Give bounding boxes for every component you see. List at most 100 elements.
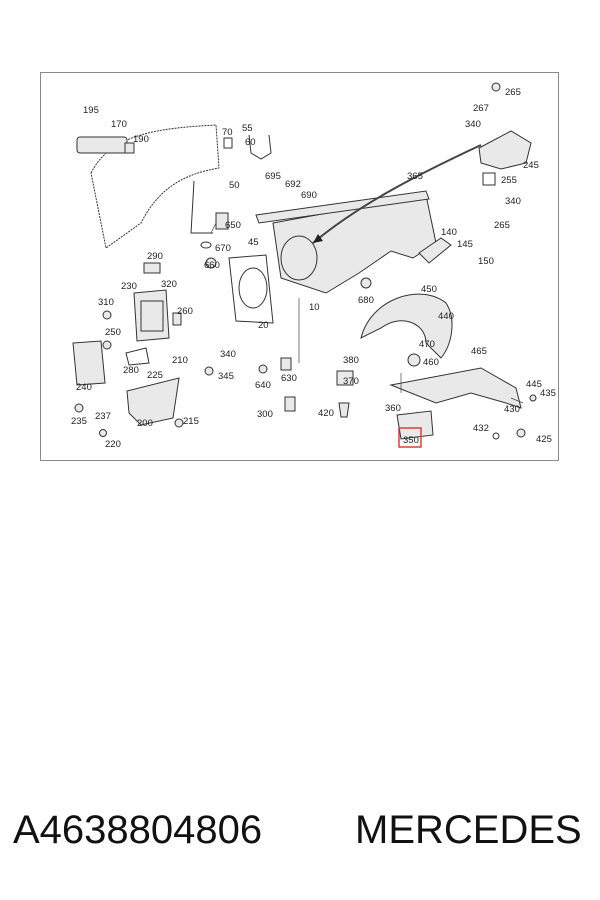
callout-label-20: 20 [258,320,269,331]
bracket-280 [125,347,150,366]
callout-label-320: 320 [161,279,177,290]
mirror-bracket-245 [478,130,532,170]
caption-bar: A4638804806 MERCEDES [10,800,590,860]
part-number-text: A4638804806 [13,808,263,852]
pointer-arrowhead [313,234,323,243]
headlamp-opening [280,235,318,281]
callout-label-435: 435 [540,388,556,399]
callout-label-345: 345 [218,371,234,382]
clip-300 [284,396,296,412]
callout-label-465: 465 [471,346,487,357]
screw-345 [204,366,214,376]
callout-label-235: 235 [71,416,87,427]
screw-235 [74,403,84,413]
callout-label-265: 265 [494,220,510,231]
callout-label-10: 10 [309,302,320,313]
washer-670 [200,241,212,249]
callout-label-240: 240 [76,382,92,393]
bolt-680 [360,277,372,289]
headlamp-frame-20 [228,254,274,324]
callout-label-650: 650 [225,220,241,231]
callout-label-245: 245 [523,160,539,171]
turn-lamp-240 [72,340,106,386]
brand-text: MERCEDES [355,808,582,852]
callout-label-420: 420 [318,408,334,419]
callout-label-670: 670 [215,243,231,254]
callout-label-365: 365 [407,171,423,182]
callout-label-340: 340 [505,196,521,207]
callout-label-215: 215 [183,416,199,427]
seal-strip-365 [255,190,430,224]
wheel-arch-liner-440 [360,293,453,359]
fender-main-body [272,194,437,294]
lamp-lens-inner [140,300,164,332]
callout-label-660: 660 [204,260,220,271]
callout-label-237: 237 [95,411,111,422]
clip-260 [172,312,182,326]
callout-label-460: 460 [423,357,439,368]
bracket-part-55 [248,134,272,160]
callout-label-690: 690 [301,190,317,201]
washer-432 [492,432,500,440]
callout-label-195: 195 [83,105,99,116]
callout-label-267: 267 [473,103,489,114]
callout-label-692: 692 [285,179,301,190]
headlamp-frame-ring [238,267,268,309]
bracket-plate-650 [215,212,229,230]
callout-label-50: 50 [229,180,240,191]
screw-640 [258,364,268,374]
screw-425 [516,428,526,438]
callout-label-255: 255 [501,175,517,186]
callout-label-250: 250 [105,327,121,338]
callout-label-360: 360 [385,403,401,414]
callout-label-140: 140 [441,227,457,238]
callout-label-640: 640 [255,380,271,391]
pointer-arrow [312,144,482,244]
callout-label-45: 45 [248,237,259,248]
lamp-housing-230 [133,289,170,342]
screw-220 [99,429,107,437]
callout-label-350: 350 [403,435,419,446]
callout-label-440: 440 [438,311,454,322]
lamp-base-200 [126,377,180,426]
callout-label-200: 200 [137,418,153,429]
callout-label-432: 432 [473,423,489,434]
callout-label-380: 380 [343,355,359,366]
bracket-370 [336,370,354,386]
callout-label-210: 210 [172,355,188,366]
callout-label-430: 430 [504,404,520,415]
callout-label-170: 170 [111,119,127,130]
callout-label-450: 450 [421,284,437,295]
callout-label-265: 265 [505,87,521,98]
screw-310 [102,310,112,320]
callout-label-425: 425 [536,434,552,445]
callout-label-220: 220 [105,439,121,450]
callout-label-340: 340 [220,349,236,360]
side-grille-140 [418,237,452,264]
callout-label-230: 230 [121,281,137,292]
callout-label-370: 370 [343,376,359,387]
callout-label-445: 445 [526,379,542,390]
callout-label-225: 225 [147,370,163,381]
callout-label-280: 280 [123,365,139,376]
callout-label-630: 630 [281,373,297,384]
callout-label-55: 55 [242,123,253,134]
screw-265 [491,82,501,92]
callout-label-150: 150 [478,256,494,267]
grommet-460 [407,353,421,367]
callout-label-70: 70 [222,127,233,138]
callout-label-290: 290 [147,251,163,262]
screw-250 [102,340,112,350]
callout-label-340: 340 [465,119,481,130]
callout-label-470: 470 [419,339,435,350]
fastener-420 [338,402,350,418]
clip-255 [482,172,496,186]
trim-strip-part [76,136,128,154]
callout-label-60: 60 [245,137,256,148]
bolt-660 [205,257,217,269]
callout-label-145: 145 [457,239,473,250]
nut-435 [529,394,537,402]
